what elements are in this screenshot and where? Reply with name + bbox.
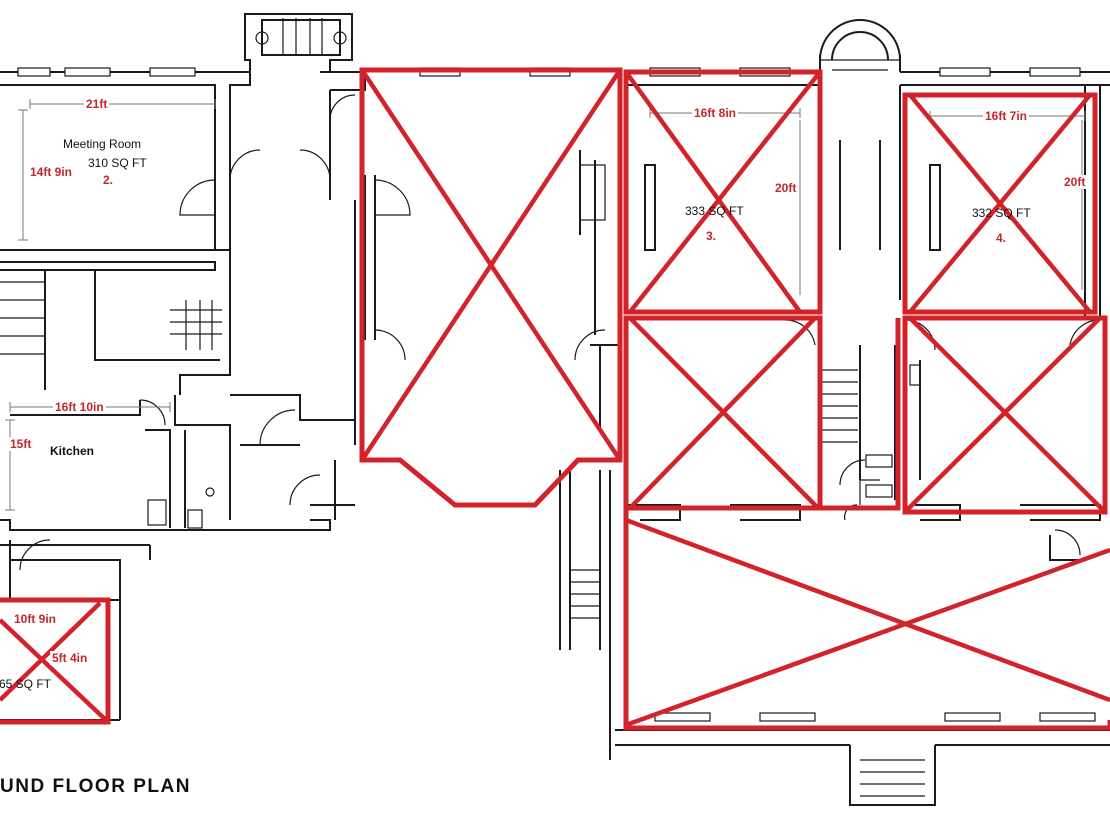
crossed-area-small-room xyxy=(0,597,111,725)
cross-line xyxy=(628,70,822,314)
cross-line xyxy=(360,68,622,462)
cross-line xyxy=(908,316,1107,514)
room4-number: 4. xyxy=(996,231,1007,245)
room3-number: 3. xyxy=(706,229,717,243)
crossed-area-room3 xyxy=(623,69,823,315)
meeting-room-number: 2. xyxy=(103,173,114,187)
kitchen-width-label: 16ft 10in xyxy=(53,400,106,414)
crossed-area-centre xyxy=(359,67,623,508)
dimension-lines xyxy=(5,99,1086,511)
meeting-room-width-label: 21ft xyxy=(84,97,110,111)
room3-area: 333 SQ FT xyxy=(685,204,744,218)
cross-line xyxy=(903,316,1102,514)
cross-line xyxy=(624,70,802,314)
cross-line xyxy=(628,316,817,510)
meeting-room-depth-label: 14ft 9in xyxy=(28,165,75,179)
room4-area: 332 SQ FT xyxy=(972,206,1031,220)
cross-line xyxy=(0,618,110,724)
cross-line xyxy=(625,517,1110,703)
meeting-room-area: 310 SQ FT xyxy=(88,156,147,170)
room4-width-label: 16ft 7in xyxy=(983,109,1030,123)
room4-depth-label: 20ft xyxy=(1062,175,1088,189)
crossed-area-room4 xyxy=(902,92,1098,315)
meeting-room-name: Meeting Room xyxy=(63,137,142,151)
kitchen-depth-label: 15ft xyxy=(8,437,34,451)
small-room-depth-label: 5ft 4in xyxy=(50,651,90,665)
crossed-out-areas xyxy=(0,67,1110,731)
cross-line xyxy=(625,547,1110,728)
crossed-area-stair-corridor xyxy=(817,318,901,511)
room3-width-label: 16ft 8in xyxy=(692,106,739,120)
small-room-width-label: 10ft 9in xyxy=(12,612,59,626)
cross-line xyxy=(908,93,1092,314)
crossed-area-hall xyxy=(623,508,1110,731)
kitchen-name: Kitchen xyxy=(50,444,95,458)
small-room-area: 65 SQ FT xyxy=(0,677,52,691)
room3-depth-label: 20ft xyxy=(773,181,799,195)
plan-title: UND FLOOR PLAN xyxy=(0,776,191,797)
